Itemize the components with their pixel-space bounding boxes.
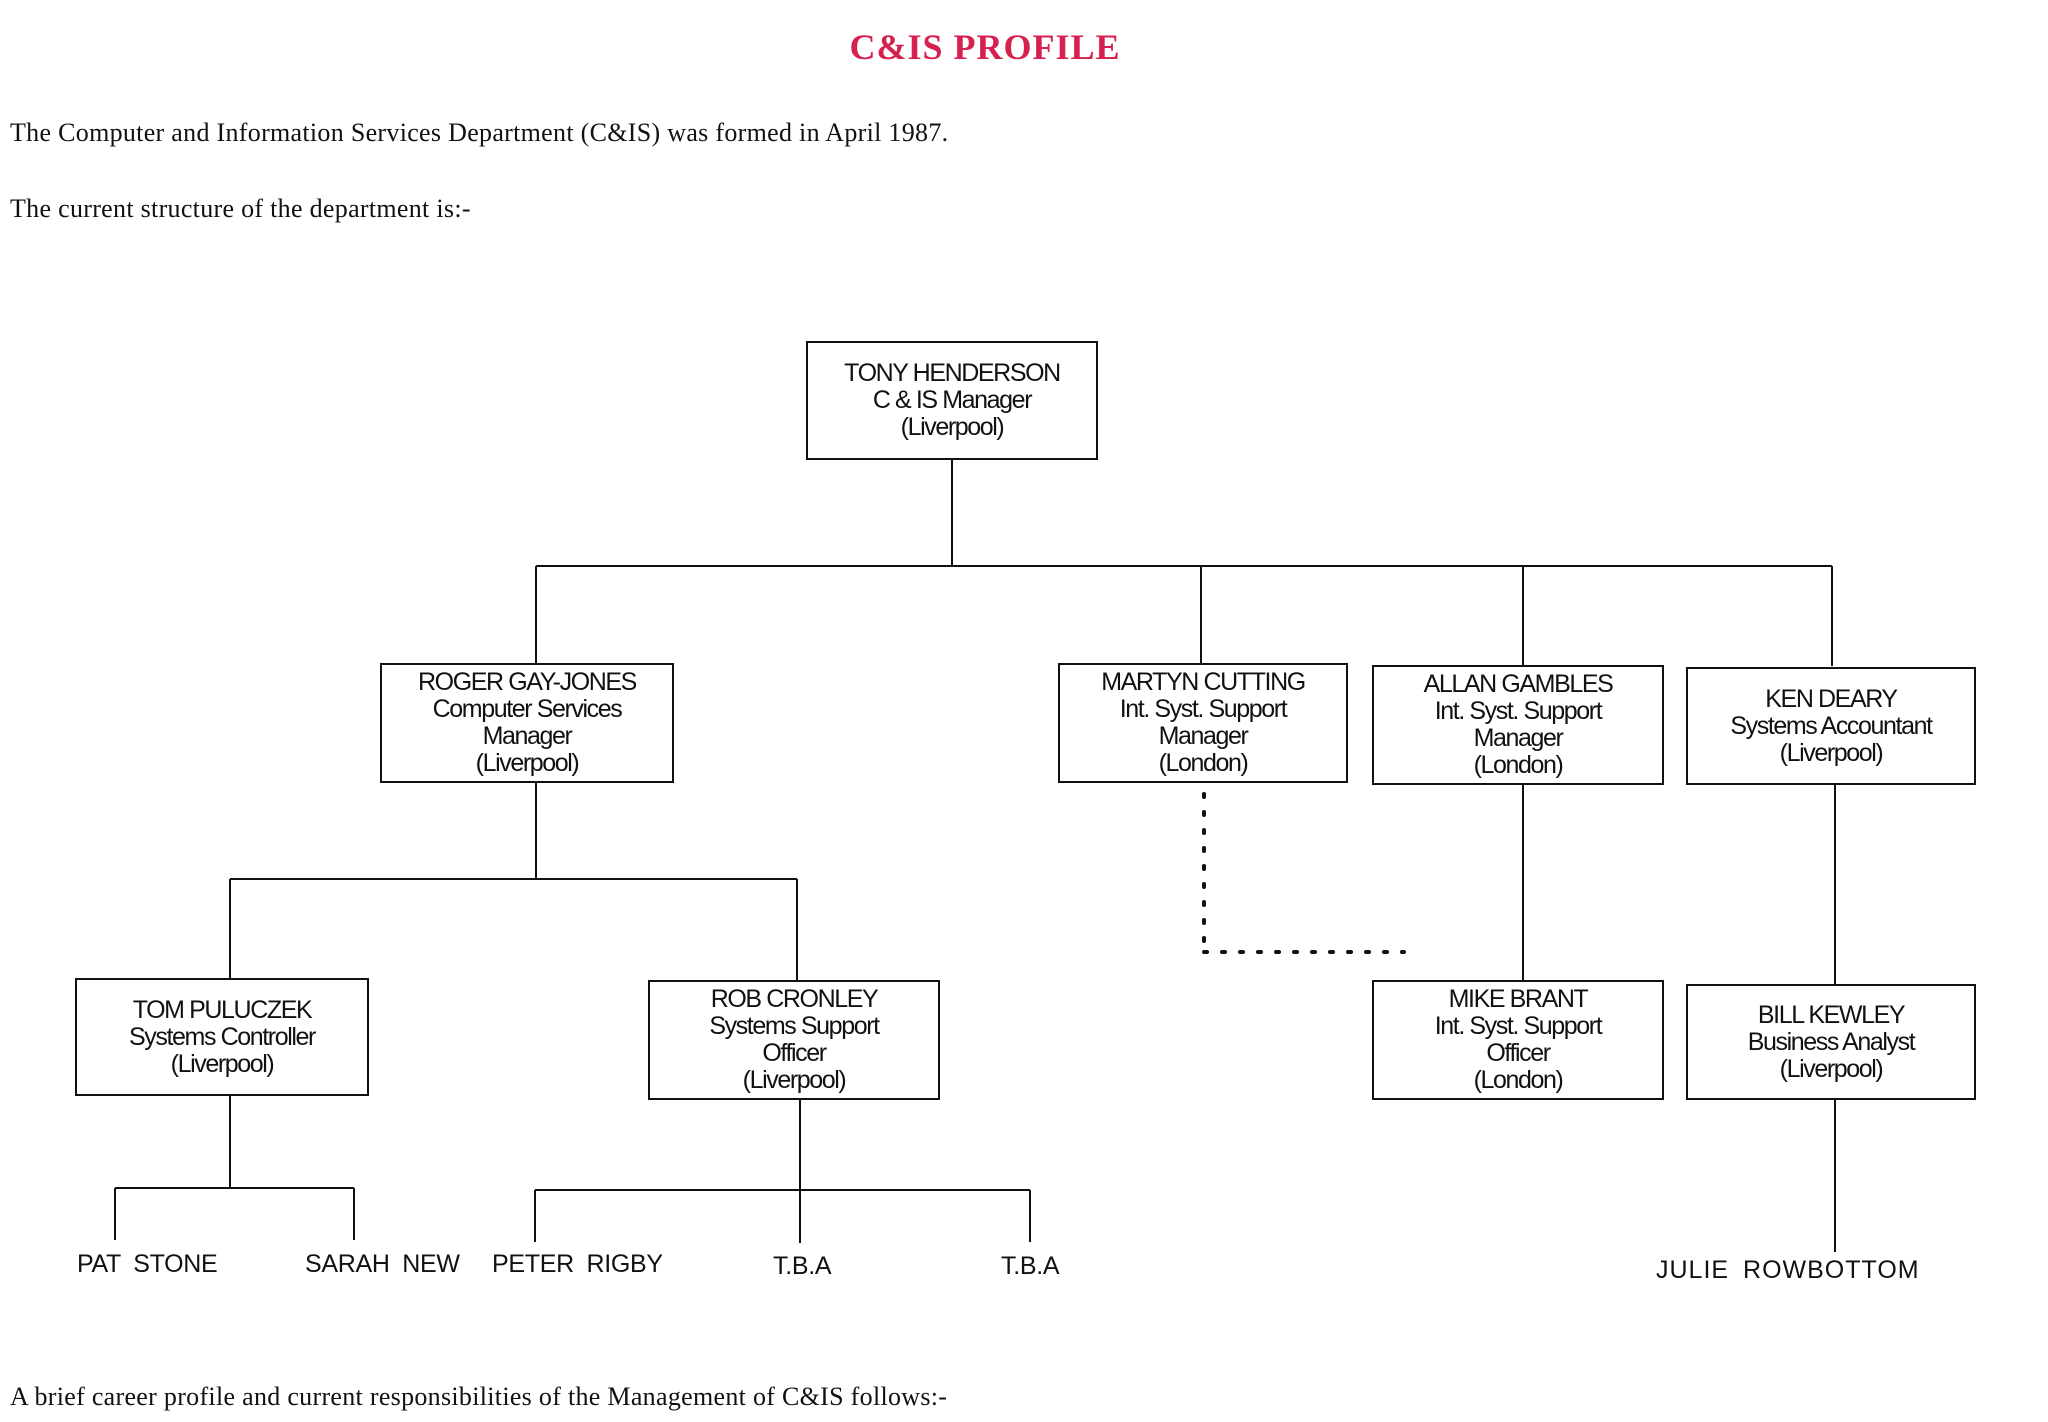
org-box-bill-kewley: BILL KEWLEY Business Analyst (Liverpool) bbox=[1686, 984, 1976, 1100]
box-role-line1: Int. Syst. Support bbox=[1434, 1012, 1603, 1040]
box-role: C & IS Manager bbox=[872, 386, 1033, 414]
page-title: C&IS PROFILE bbox=[849, 27, 1121, 67]
box-location: (Liverpool) bbox=[170, 1049, 275, 1078]
box-name: TOM PULUCZEK bbox=[132, 995, 313, 1024]
intro-paragraph: The Computer and Information Services De… bbox=[10, 118, 949, 147]
box-role: Business Analyst bbox=[1747, 1027, 1916, 1056]
org-box-allan-gambles: ALLAN GAMBLES Int. Syst. Support Manager… bbox=[1372, 665, 1664, 785]
box-role: Systems Controller bbox=[129, 1022, 316, 1051]
box-name: ROGER GAY-JONES bbox=[418, 668, 637, 696]
structure-intro-paragraph: The current structure of the department … bbox=[10, 194, 471, 223]
box-name: ALLAN GAMBLES bbox=[1423, 670, 1614, 698]
box-role: Systems Accountant bbox=[1730, 711, 1933, 740]
box-location: (Liverpool) bbox=[1779, 1054, 1884, 1083]
box-location: (Liverpool) bbox=[742, 1066, 847, 1094]
footer-paragraph: A brief career profile and current respo… bbox=[10, 1382, 948, 1411]
org-box-martyn-cutting: MARTYN CUTTING Int. Syst. Support Manage… bbox=[1058, 663, 1348, 783]
box-role-line1: Systems Support bbox=[709, 1012, 880, 1040]
org-box-rob-cronley: ROB CRONLEY Systems Support Officer (Liv… bbox=[648, 980, 940, 1100]
org-box-roger-gay-jones: ROGER GAY-JONES Computer Services Manage… bbox=[380, 663, 674, 783]
box-name: MIKE BRANT bbox=[1448, 985, 1589, 1013]
org-box-mike-brant: MIKE BRANT Int. Syst. Support Officer (L… bbox=[1372, 980, 1664, 1100]
org-box-tom-puluczek: TOM PULUCZEK Systems Controller (Liverpo… bbox=[75, 978, 369, 1096]
box-location: (London) bbox=[1473, 751, 1564, 779]
box-location: (London) bbox=[1473, 1066, 1564, 1094]
box-role-line2: Officer bbox=[762, 1039, 827, 1067]
box-role-line2: Manager bbox=[1158, 722, 1249, 750]
box-name: BILL KEWLEY bbox=[1757, 1000, 1906, 1029]
box-location: (London) bbox=[1158, 749, 1249, 777]
box-role-line2: Manager bbox=[1473, 724, 1564, 752]
box-name: MARTYN CUTTING bbox=[1101, 668, 1306, 696]
box-name: TONY HENDERSON bbox=[844, 359, 1061, 387]
box-role-line2: Officer bbox=[1486, 1039, 1551, 1067]
box-role-line1: Computer Services bbox=[432, 695, 623, 723]
staff-peter-rigby: PETER RIGBY bbox=[492, 1250, 663, 1278]
box-role-line1: Int. Syst. Support bbox=[1434, 697, 1603, 725]
staff-tba-2: T.B.A bbox=[1001, 1252, 1060, 1280]
staff-tba-1: T.B.A bbox=[773, 1252, 832, 1280]
org-box-ken-deary: KEN DEARY Systems Accountant (Liverpool) bbox=[1686, 667, 1976, 785]
box-name: ROB CRONLEY bbox=[710, 985, 879, 1013]
org-box-tony-henderson: TONY HENDERSON C & IS Manager (Liverpool… bbox=[806, 341, 1098, 460]
staff-sarah-new: SARAH NEW bbox=[305, 1250, 460, 1278]
box-location: (Liverpool) bbox=[900, 413, 1005, 441]
box-role-line1: Int. Syst. Support bbox=[1119, 695, 1288, 723]
box-name: KEN DEARY bbox=[1765, 684, 1898, 713]
staff-julie-rowbottom: JULIE ROWBOTTOM bbox=[1656, 1256, 1920, 1284]
staff-pat-stone: PAT STONE bbox=[77, 1250, 218, 1278]
box-location: (Liverpool) bbox=[475, 749, 580, 777]
box-role-line2: Manager bbox=[482, 722, 573, 750]
box-location: (Liverpool) bbox=[1779, 738, 1884, 767]
